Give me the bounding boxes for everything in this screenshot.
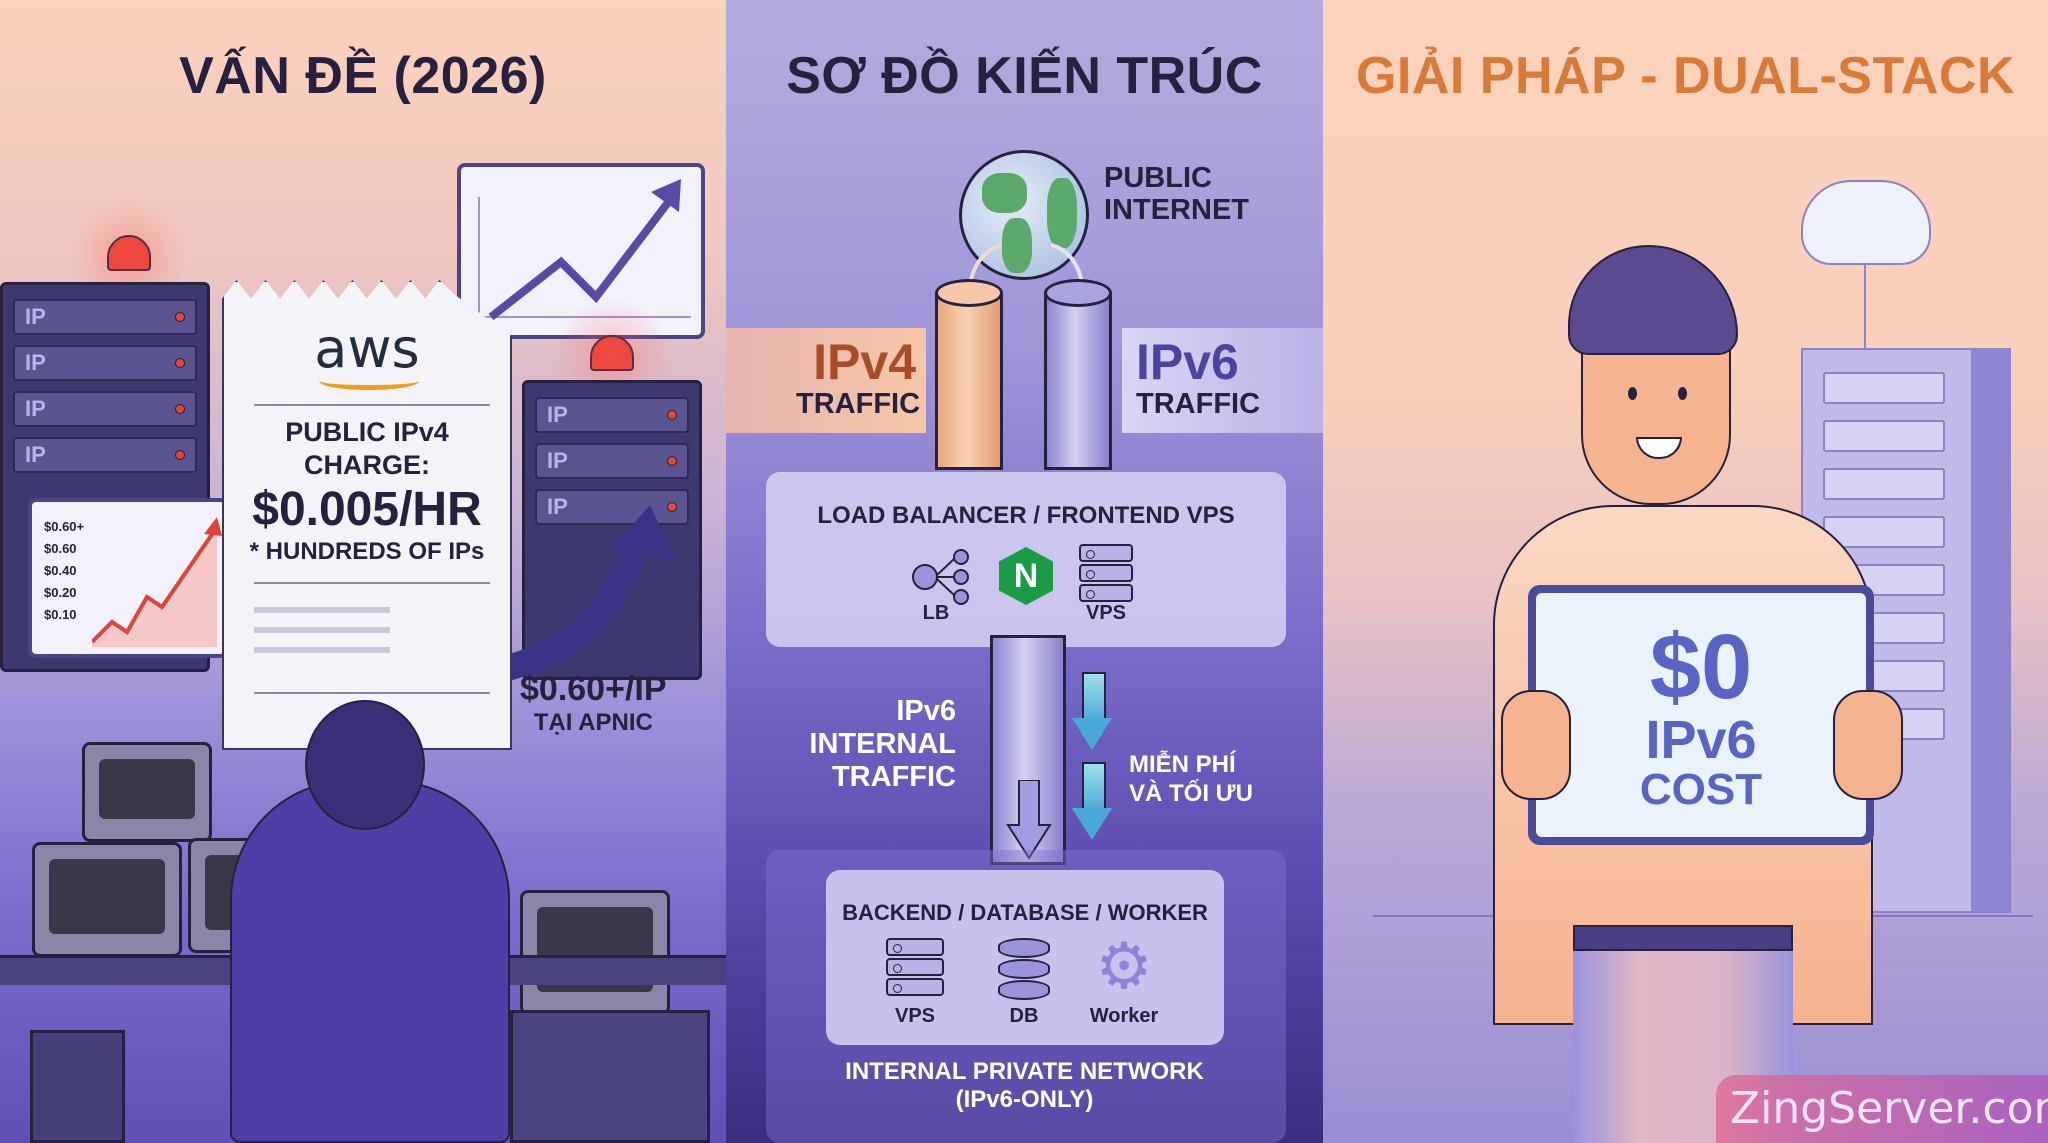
public-internet-label: PUBLIC INTERNET bbox=[1104, 162, 1249, 226]
stressed-person-illustration bbox=[160, 700, 580, 1143]
vps-server-icon bbox=[886, 938, 944, 998]
aws-logo: aws bbox=[314, 317, 420, 380]
load-balancer-icon bbox=[912, 549, 969, 605]
pc-tower bbox=[30, 1030, 125, 1143]
alarm-siren-icon bbox=[552, 297, 672, 417]
architecture-title: SƠ ĐỒ KIẾN TRÚC bbox=[786, 47, 1263, 105]
architecture-panel: SƠ ĐỒ KIẾN TRÚC PUBLIC INTERNET IPv4 TRA… bbox=[726, 0, 1323, 1143]
trend-chart bbox=[457, 163, 705, 339]
ipv6-internal-traffic-label: IPv6 INTERNAL TRAFFIC bbox=[809, 695, 956, 793]
status-led-icon bbox=[667, 410, 677, 420]
ipv6-traffic-label: IPv6 TRAFFIC bbox=[1136, 334, 1261, 420]
server-rack-left: IP IP IP IP bbox=[0, 282, 210, 672]
crt-monitor bbox=[82, 742, 212, 842]
alarm-siren-icon bbox=[69, 197, 189, 317]
status-led-icon bbox=[667, 456, 677, 466]
nginx-logo-icon: N bbox=[999, 547, 1053, 605]
down-arrow-icon bbox=[1072, 672, 1112, 752]
rack-unit: IP bbox=[13, 299, 197, 335]
internal-network-label: INTERNAL PRIVATE NETWORK (IPv6-ONLY) bbox=[845, 1058, 1204, 1113]
backend-box: BACKEND / DATABASE / WORKER VPS DB ⚙ Wor… bbox=[826, 870, 1224, 1045]
price-chart-axis: $0.60+ $0.60 $0.40 $0.20 $0.10 bbox=[44, 519, 85, 622]
rack-unit: IP bbox=[13, 437, 197, 473]
down-arrow-icon bbox=[1006, 780, 1052, 860]
vps-server-icon bbox=[1079, 544, 1133, 604]
solution-panel: GIẢI PHÁP - DUAL-STACK $0 IPv6 COST Z bbox=[1323, 0, 2048, 1143]
ipv6-pipe bbox=[1044, 279, 1112, 470]
hand-left bbox=[1501, 690, 1571, 800]
status-led-icon bbox=[175, 358, 185, 368]
frontend-box: LOAD BALANCER / FRONTEND VPS LB N VPS bbox=[766, 472, 1286, 647]
status-led-icon bbox=[175, 450, 185, 460]
rack-unit: IP bbox=[535, 397, 689, 433]
ipv4-hourly-price: $0.005/HR bbox=[252, 483, 482, 536]
problem-title: VẤN ĐỀ (2026) bbox=[179, 47, 547, 105]
cloud-icon bbox=[1801, 180, 1931, 265]
down-arrow-icon bbox=[1072, 762, 1112, 842]
rack-unit: IP bbox=[13, 345, 197, 381]
rack-unit: IP bbox=[13, 391, 197, 427]
price-chart: $0.60+ $0.60 $0.40 $0.20 $0.10 bbox=[28, 498, 228, 658]
curved-up-arrow-icon bbox=[496, 505, 675, 680]
solution-title: GIẢI PHÁP - DUAL-STACK bbox=[1355, 47, 2016, 105]
aws-smile-icon bbox=[319, 372, 419, 390]
watermark: ZingServer.com bbox=[1716, 1075, 2048, 1143]
desk-drawer bbox=[510, 1010, 710, 1143]
ipv4-pipe bbox=[935, 279, 1003, 470]
zero-cost-sign: $0 IPv6 COST bbox=[1528, 585, 1874, 845]
server-tower bbox=[1801, 348, 2011, 913]
up-arrow-trend-icon bbox=[478, 179, 691, 321]
free-optimized-label: MIỄN PHÍ VÀ TỐI ƯU bbox=[1129, 751, 1253, 807]
apnic-price-callout: $0.60+/IP TẠI APNIC bbox=[520, 670, 667, 736]
rack-unit: IP bbox=[535, 489, 689, 525]
status-led-icon bbox=[175, 312, 185, 322]
server-rack-right: IP IP IP bbox=[522, 380, 702, 680]
status-led-icon bbox=[667, 502, 677, 512]
status-led-icon bbox=[175, 404, 185, 414]
rising-trend-line-icon bbox=[92, 517, 222, 647]
database-icon bbox=[998, 938, 1050, 1000]
hand-right bbox=[1833, 690, 1903, 800]
aws-bill-receipt: aws PUBLIC IPv4 CHARGE: $0.005/HR * HUND… bbox=[222, 280, 512, 750]
problem-panel: VẤN ĐỀ (2026) IP IP IP IP $0.60+ $0.60 $… bbox=[0, 0, 726, 1143]
ipv4-traffic-label: IPv4 TRAFFIC bbox=[796, 334, 921, 420]
rack-unit: IP bbox=[535, 443, 689, 479]
gear-icon: ⚙ bbox=[1095, 930, 1153, 1002]
crt-monitor bbox=[32, 842, 182, 957]
